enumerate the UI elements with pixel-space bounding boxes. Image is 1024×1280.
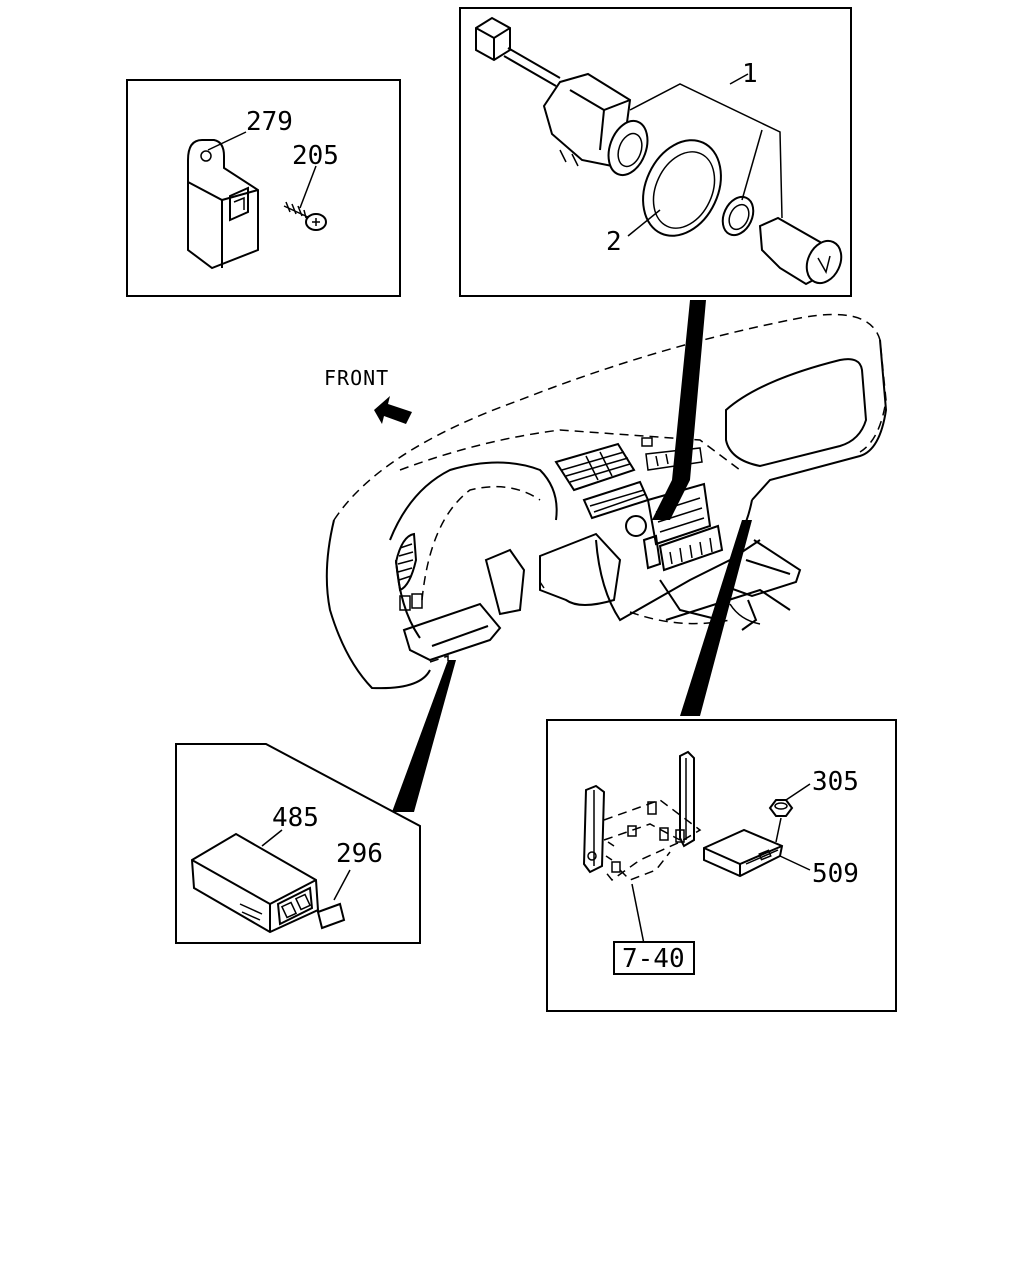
leader-band-top	[652, 300, 706, 520]
reference-box	[613, 941, 695, 975]
lighter-socket-part	[542, 72, 649, 177]
callout-305: 305	[812, 767, 859, 797]
callout-296: 296	[336, 839, 383, 869]
bezel-ring-part	[642, 139, 722, 237]
detail-box-control-unit: 485 296	[175, 743, 421, 944]
bracket-module-part	[187, 139, 259, 270]
callout-1: 1	[742, 59, 758, 89]
small-ring-part	[721, 195, 755, 237]
callout-2: 2	[606, 227, 622, 257]
front-label: FRONT	[324, 366, 389, 390]
reference-label: 7-40	[622, 944, 685, 974]
callout-279: 279	[246, 107, 293, 137]
callout-205: 205	[292, 141, 339, 171]
callout-485: 485	[272, 803, 319, 833]
mounting-bracket-part	[582, 750, 702, 882]
nut-305-part	[768, 799, 794, 843]
clip-296-part	[316, 902, 346, 930]
control-unit-485-part	[190, 832, 320, 934]
leader-band-bottom-left	[392, 660, 456, 812]
screw-part	[283, 201, 327, 231]
connector-plug-part	[475, 16, 561, 87]
callout-509: 509	[812, 859, 859, 889]
lighter-knob-part	[758, 216, 843, 286]
detail-box-lighter: 1 2	[459, 7, 852, 297]
dashboard-illustration	[325, 313, 888, 690]
detail-box-bracket: 279 205	[126, 79, 401, 297]
detail-box-module-bracket: 305 509 7-40	[546, 719, 897, 1012]
front-arrow-icon	[374, 396, 412, 424]
front-direction-indicator: FRONT	[324, 366, 412, 424]
